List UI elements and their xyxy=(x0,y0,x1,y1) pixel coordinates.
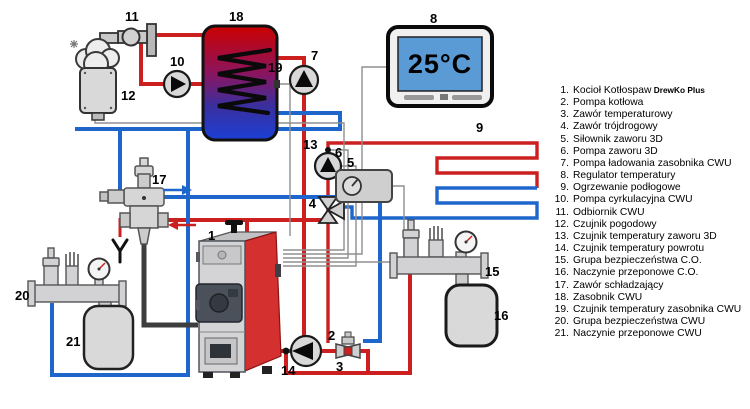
boiler-side-panel xyxy=(244,231,282,372)
marker-11: 11 xyxy=(125,9,139,24)
pipe-valve3-out xyxy=(359,349,370,373)
pipe-tank-charging-riser xyxy=(272,56,306,337)
expansion-vessel-cwu xyxy=(82,304,135,371)
pipe-safety-group-co xyxy=(284,273,412,375)
marker-14: 14 xyxy=(281,363,296,378)
marker-6: 6 xyxy=(335,145,342,160)
valve-actuator xyxy=(335,169,393,203)
marker-5: 5 xyxy=(347,155,354,170)
expansion-vessel-co xyxy=(444,283,499,348)
return-sensor-dot xyxy=(282,347,290,355)
legend-item: 9.Ogrzewanie podłogowe xyxy=(560,182,681,194)
regulator-screen xyxy=(397,36,483,92)
legend-item: 13.Czujnik temperatury zaworu 3D xyxy=(554,230,717,242)
boiler-pump-2 xyxy=(289,334,323,368)
legend-item: 5.Siłownik zaworu 3D xyxy=(560,133,663,145)
legend-item: 20.Grupa bezpieczeństwa CWU xyxy=(554,315,706,327)
legend-item: 1.Kocioł Kotłospaw DrewKo Plus xyxy=(560,85,705,96)
pressure-gauge-cwu xyxy=(87,257,111,281)
wire-regulator xyxy=(283,66,388,255)
legend-item: 12.Czujnik pogodowy xyxy=(554,218,657,230)
pipe-cooling-valve-out xyxy=(158,195,382,343)
marker-20: 20 xyxy=(15,288,29,303)
pressure-gauge-co xyxy=(454,230,478,254)
marker-2: 2 xyxy=(328,328,335,343)
circulation-pump-10 xyxy=(162,69,192,99)
legend-item: 16.Naczynie przeponowe C.O. xyxy=(554,267,699,279)
tank-sensor-nub xyxy=(274,80,280,88)
pipe-cold-to-cooling-valve xyxy=(118,129,131,199)
marker-10: 10 xyxy=(170,54,184,69)
tank-charging-pump-7 xyxy=(288,64,320,96)
three-way-valve xyxy=(317,196,345,224)
legend-item: 17.Zawór schładzający xyxy=(554,279,664,291)
legend-item: 15.Grupa bezpieczeństwa C.O. xyxy=(554,255,702,267)
boiler xyxy=(195,220,282,378)
marker-8: 8 xyxy=(430,11,437,26)
temperature-readout: 25°C xyxy=(408,49,472,79)
marker-17: 17 xyxy=(152,172,166,187)
safety-group-co xyxy=(389,219,489,286)
valve3d-sensor-dot xyxy=(325,147,331,153)
pipe-floor-heating-return xyxy=(345,186,539,220)
wire-actuator xyxy=(283,185,405,263)
marker-7: 7 xyxy=(311,48,318,63)
legend-item: 18.Zasobnik CWU xyxy=(554,291,643,303)
marker-16: 16 xyxy=(494,308,508,323)
sensor-wires xyxy=(94,66,405,267)
flow-arrow-hot xyxy=(168,220,196,230)
safety-group-cwu xyxy=(27,247,127,309)
legend-item: 14.Czujnik temperatury powrotu xyxy=(554,243,705,255)
pipe-floor-heating-supply xyxy=(326,141,539,343)
tank-coil xyxy=(217,47,273,116)
marker-9: 9 xyxy=(476,120,483,135)
legend-item: 8.Regulator temperatury xyxy=(560,170,676,182)
legend-item: 21.Naczynie przeponowe CWU xyxy=(554,328,702,340)
cooling-drain-pipe xyxy=(141,244,198,328)
legend-item: 4.Zawór trójdrogowy xyxy=(560,121,658,133)
dhw-tank xyxy=(201,24,280,142)
marker-4: 4 xyxy=(309,196,317,211)
wire-valve3d-sensor xyxy=(283,149,349,259)
marker-15: 15 xyxy=(485,264,499,279)
pipe-cwu-safety-loop xyxy=(50,129,190,377)
temperature-valve xyxy=(335,331,361,359)
marker-3: 3 xyxy=(336,359,343,374)
legend-item: 6.Pompa zaworu 3D xyxy=(560,145,658,157)
marker-13: 13 xyxy=(303,137,317,152)
temperature-regulator: 25°C xyxy=(386,25,494,108)
drain-funnel xyxy=(111,238,129,264)
legend-item: 19.Czujnik temperatury zasobnika CWU xyxy=(554,303,742,315)
legend-item: 11.Odbiornik CWU xyxy=(555,206,645,218)
wire-valve-pump xyxy=(283,165,357,267)
wire-tank-sensor xyxy=(277,83,291,236)
weather-sensor xyxy=(70,38,120,121)
legend-item: 3.Zawór temperaturowy xyxy=(560,109,673,121)
legend-item: 2.Pompa kotłowa xyxy=(560,97,644,109)
marker-19: 19 xyxy=(268,60,282,75)
marker-12: 12 xyxy=(121,88,135,103)
legend-item: 10.Pompa cyrkulacyjna CWU xyxy=(554,194,693,206)
number-markers: 1 2 3 4 5 6 7 8 9 10 11 12 13 14 15 16 1… xyxy=(15,9,508,378)
cooling-valve xyxy=(99,157,169,245)
flow-arrow-cold xyxy=(164,185,192,195)
marker-18: 18 xyxy=(229,9,243,24)
marker-21: 21 xyxy=(66,334,80,349)
marker-1: 1 xyxy=(208,228,215,243)
legend-item: 7.Pompa ładowania zasobnika CWU xyxy=(560,157,732,169)
